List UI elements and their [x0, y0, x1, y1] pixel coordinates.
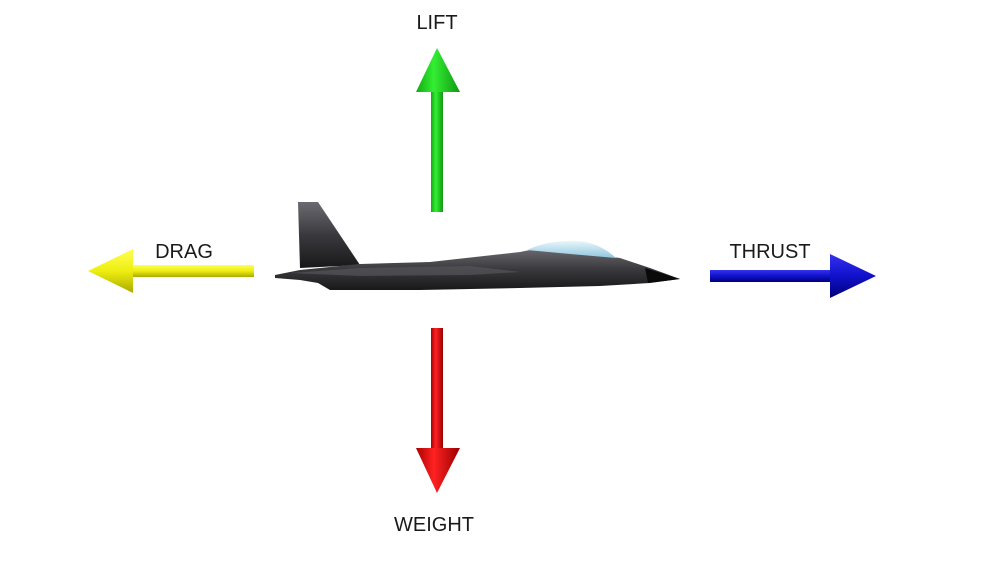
lift-label: LIFT [416, 12, 457, 34]
thrust-arrow [710, 254, 876, 298]
weight-label: WEIGHT [394, 514, 474, 536]
weight-arrow [416, 328, 460, 493]
drag-label: DRAG [155, 241, 213, 263]
fighter-jet-icon [275, 202, 680, 290]
lift-arrow [416, 48, 460, 212]
drag-arrow [88, 249, 254, 293]
thrust-label: THRUST [729, 241, 810, 263]
